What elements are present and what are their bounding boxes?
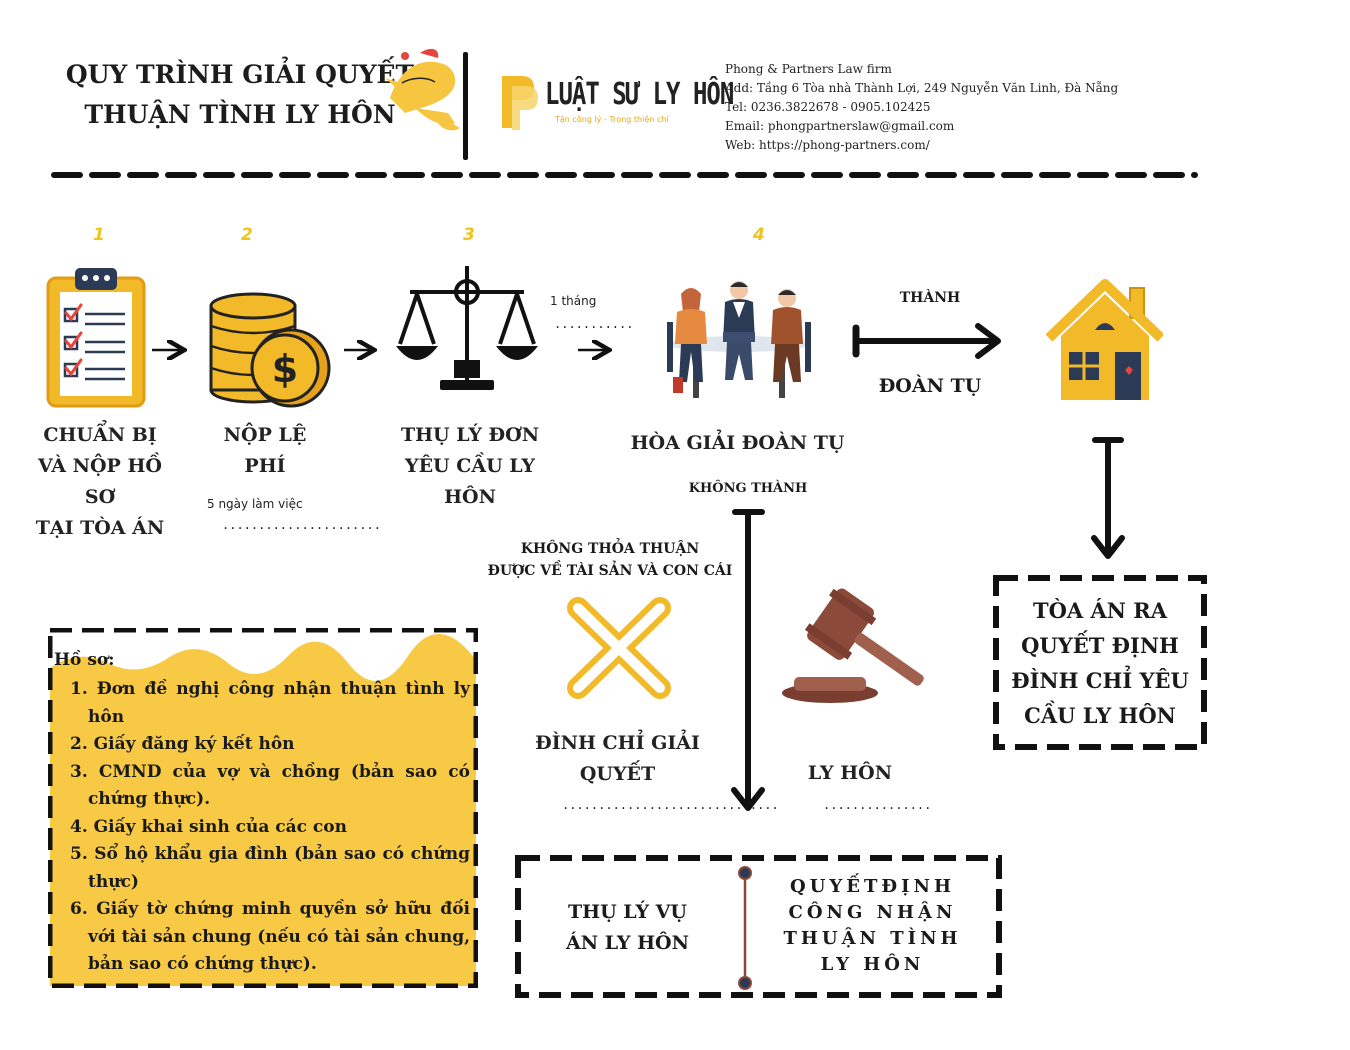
meeting-icon: [633, 272, 845, 408]
success-label-top: THÀNH: [899, 290, 961, 306]
divorce-label: LY HÔN: [807, 762, 893, 784]
step-3-label: THỤ LÝ ĐƠN YÊU CẦU LY HÔN: [400, 424, 540, 508]
firm-name: Phong & Partners Law firm: [725, 62, 892, 76]
hoso-item: 3. CMND của vợ và chồng (bản sao có chứn…: [70, 761, 470, 810]
firm-tel: Tel: 0236.3822678 - 0905.102425: [725, 100, 931, 114]
house-icon: [1045, 279, 1163, 400]
hoso-item: 6. Giấy tờ chứng minh quyền sở hữu đối v…: [70, 899, 470, 974]
step-4-label: HÒA GIẢI ĐOÀN TỤ: [630, 432, 845, 454]
splash-icon: [385, 48, 460, 131]
coins-icon: $: [209, 292, 331, 408]
arrow-note-1-month: 1 tháng: [550, 294, 597, 308]
hoso-list: 1. Đơn đề nghị công nhận thuận tình ly h…: [70, 676, 470, 979]
hoso-item: 4. Giấy khai sinh của các con: [70, 816, 347, 837]
clipboard-icon: [46, 268, 146, 408]
step-number-2: 2: [241, 225, 253, 245]
firm-web: Web: https://phong-partners.com/: [725, 138, 930, 152]
step-2-dots: ......................: [222, 518, 381, 532]
arrow-house-court: [1091, 437, 1125, 559]
final-right-text: QUYẾTĐỊNH CÔNG NHẬN THUẬN TÌNH LY HÔN: [783, 876, 962, 975]
header-divider: [463, 52, 468, 160]
hoso-item: 2. Giấy đăng ký kết hôn: [70, 734, 295, 754]
stop-label: ĐÌNH CHỈ GIẢI QUYẾT: [535, 732, 700, 785]
step-1-label: CHUẨN BỊ VÀ NỘP HỒ SƠ TẠI TÒA ÁN: [35, 424, 165, 539]
firm-info: Phong & Partners Law firm Add: Tầng 6 Tò…: [725, 60, 1118, 155]
step-number-4: 4: [753, 225, 765, 245]
page-title: QUY TRÌNH GIẢI QUYẾT THUẬN TÌNH LY HÔN: [65, 60, 415, 129]
firm-address: Add: Tầng 6 Tòa nhà Thành Lợi, 249 Nguyễ…: [725, 81, 1119, 95]
svg-text:$: $: [272, 347, 298, 391]
court-decision-box: [993, 575, 1207, 750]
stop-dots: ..............................: [562, 798, 779, 812]
step-2-note: 5 ngày làm việc: [207, 497, 303, 511]
x-mark-icon: [567, 597, 671, 699]
gavel-icon: [782, 588, 924, 703]
brand-tagline: Tận công lý - Trọng thiện chí: [555, 115, 669, 124]
hoso-box: [48, 628, 478, 988]
brand-name: LUẬT SƯ LY HÔN: [545, 76, 734, 112]
arrow-note-dots: ...........: [554, 317, 634, 331]
hoso-item: 1. Đơn đề nghị công nhận thuận tình ly h…: [70, 679, 470, 727]
final-result-box: [515, 855, 1002, 998]
court-decision-text: TÒA ÁN RA QUYẾT ĐỊNH ĐÌNH CHỈ YÊU CẦU LY…: [1011, 598, 1189, 728]
no-agreement-label: KHÔNG THỎA THUẬN ĐƯỢC VỀ TÀI SẢN VÀ CON …: [487, 541, 733, 579]
arrow-success: [852, 323, 1001, 359]
final-left-text: THỤ LÝ VỤ ÁN LY HÔN: [566, 901, 689, 954]
hoso-title: Hồ sơ:: [54, 650, 115, 670]
step-2-label: NỘP LỆ PHÍ: [223, 424, 307, 477]
hoso-item: 5. Sổ hộ khẩu gia đình (bản sao có chứng…: [70, 844, 470, 892]
step-number-3: 3: [463, 225, 475, 245]
divorce-dots: ...............: [823, 798, 932, 812]
header-separator: [51, 172, 1198, 178]
fail-label: KHÔNG THÀNH: [688, 481, 808, 496]
scales-icon: [396, 266, 538, 390]
success-label-bottom: ĐOÀN TỤ: [878, 375, 982, 397]
step-number-1: 1: [93, 225, 105, 245]
firm-email: Email: phongpartnerslaw@gmail.com: [725, 119, 955, 133]
brand-logo-icon: [502, 76, 538, 130]
